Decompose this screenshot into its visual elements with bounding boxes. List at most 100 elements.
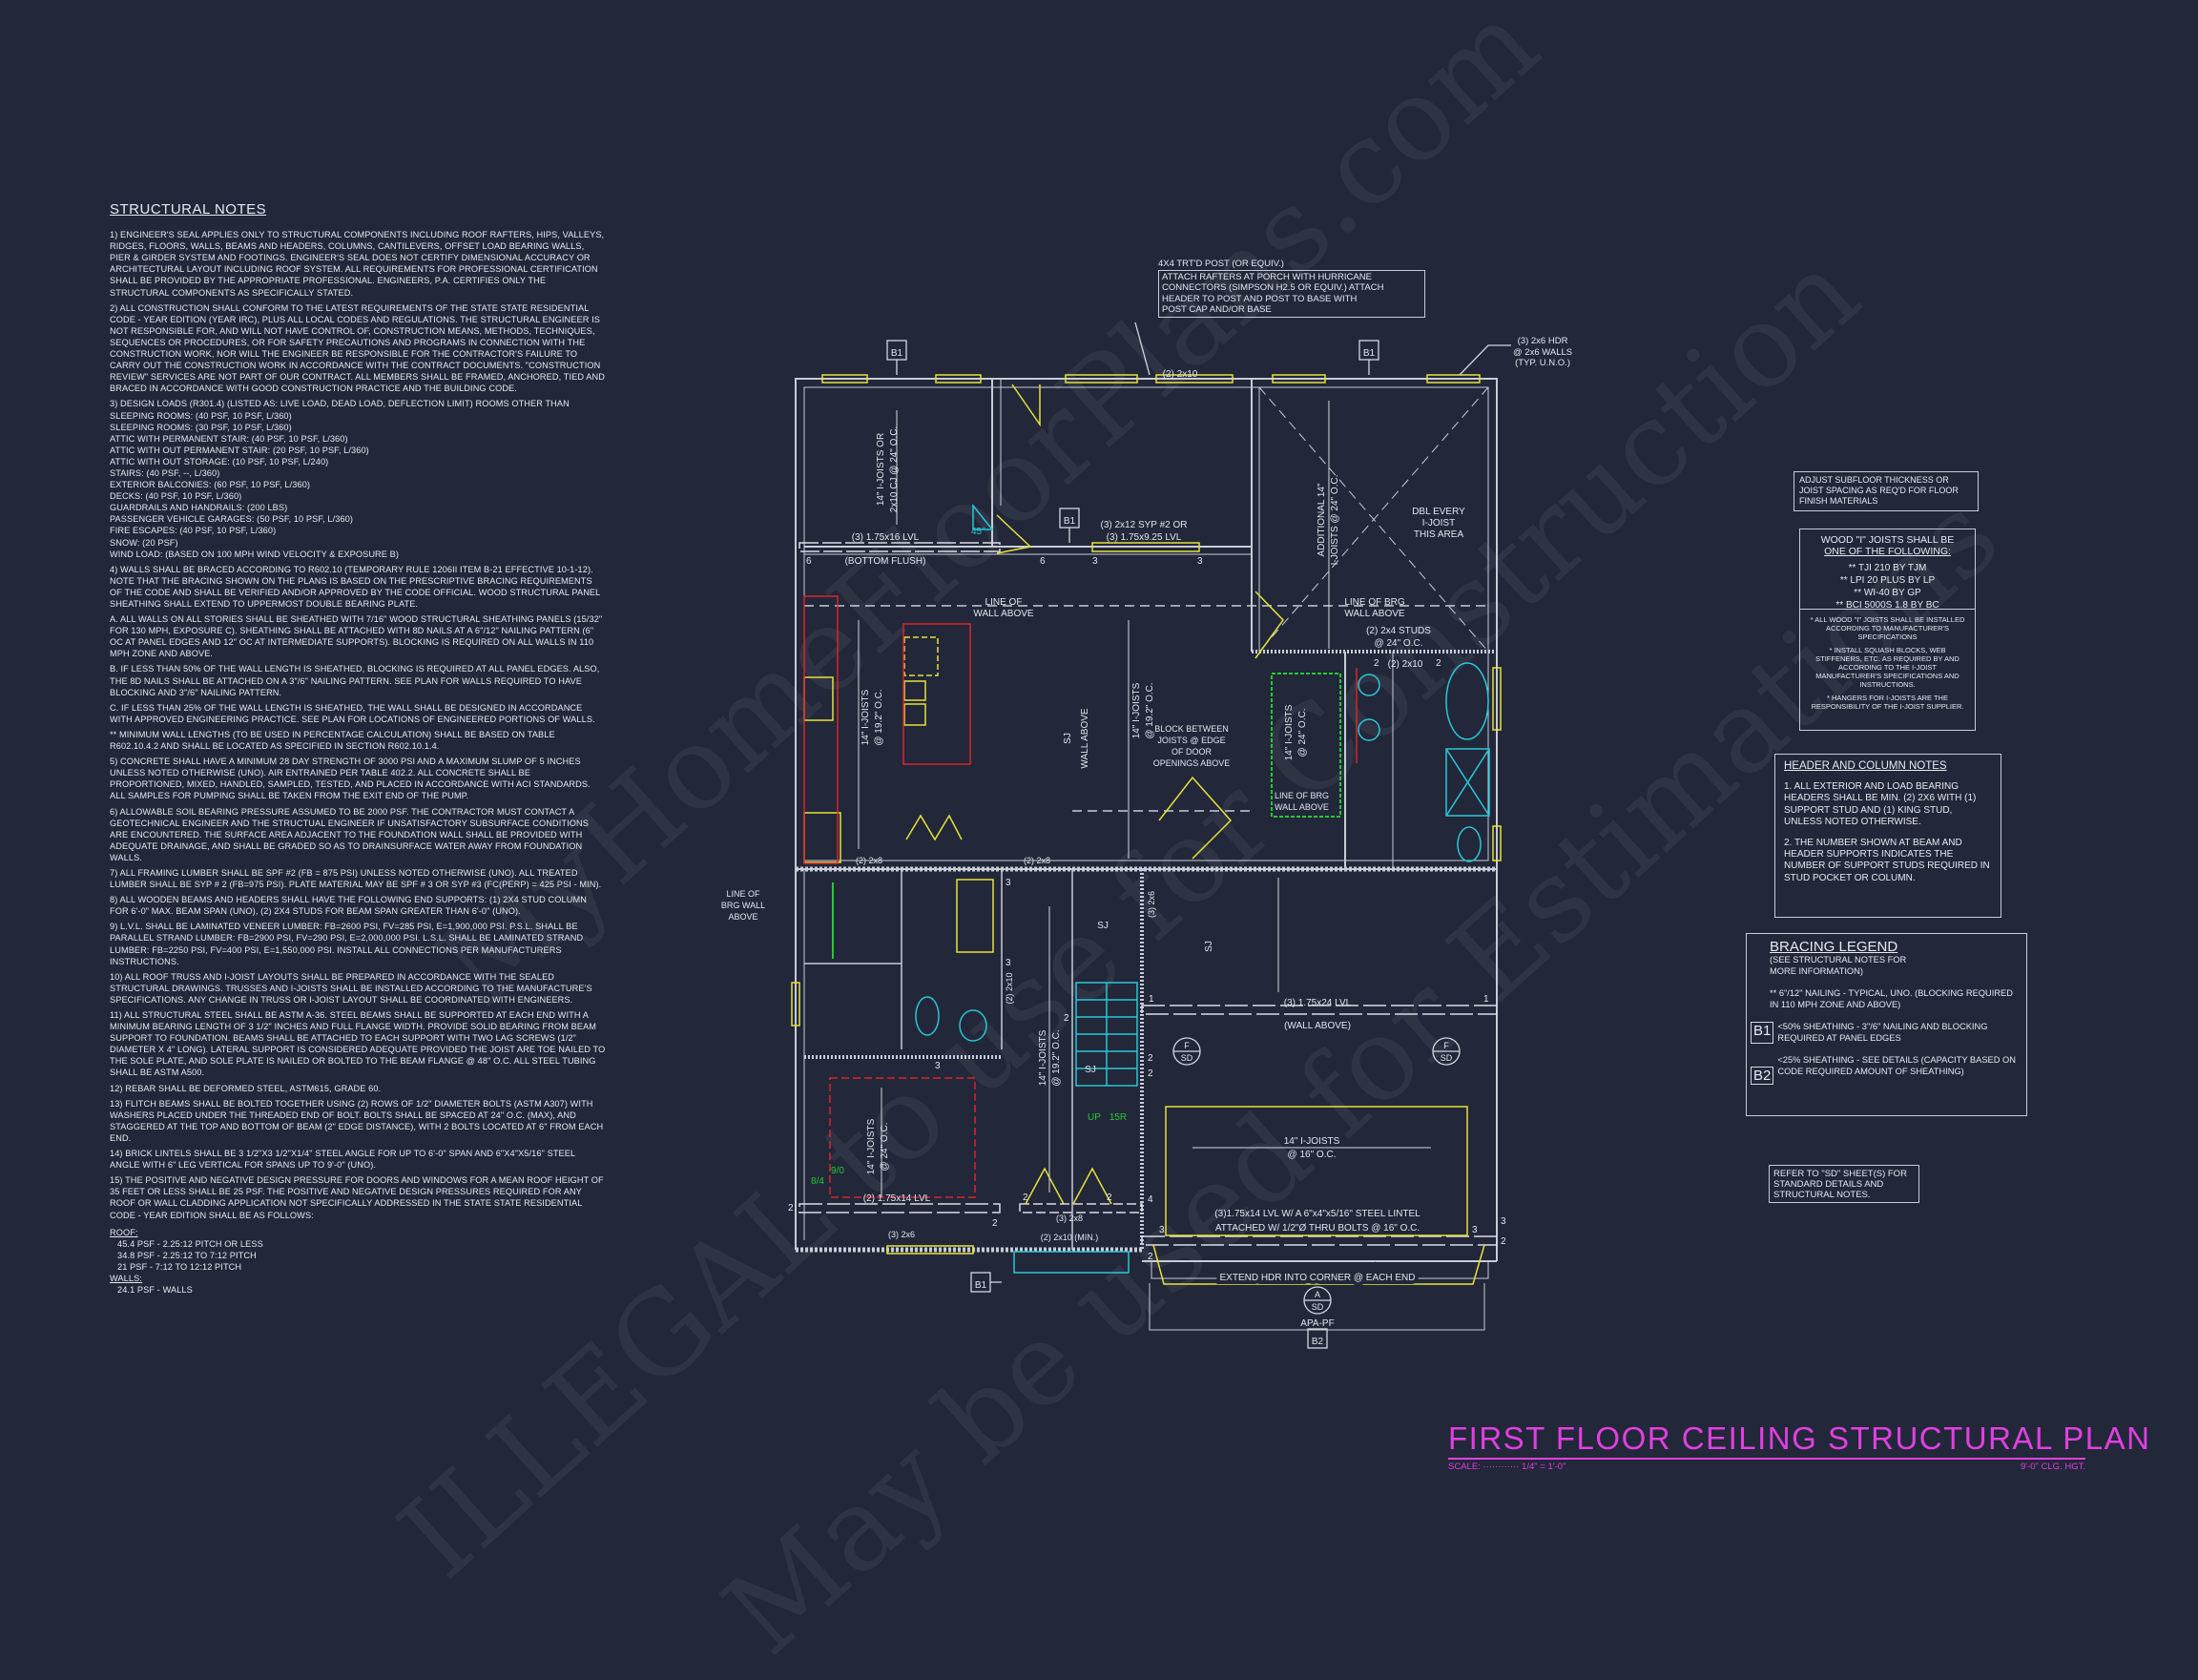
label: @ 19.2" O.C. <box>874 689 884 745</box>
label: @ 24" O.C. <box>1297 709 1308 757</box>
label: ATTACHED W/ 1/2"Ø THRU BOLTS @ 16" O.C. <box>1215 1223 1420 1234</box>
roof-line: 45.4 PSF - 2.25:12 PITCH OR LESS <box>117 1238 263 1249</box>
hdr-note-line: (3) 2x6 HDR <box>1517 336 1568 346</box>
label: 14" I-JOISTS <box>1284 1136 1340 1147</box>
section-f: F <box>1443 1041 1449 1050</box>
load-line: ATTIC WITH OUT PERMANENT STAIR: (20 PSF,… <box>110 445 369 455</box>
hdr-note: (3) 2x6 HDR @ 2x6 WALLS (TYP. U.N.O.) <box>1513 336 1572 369</box>
label: UP <box>1088 1112 1101 1123</box>
support-number: 1 <box>1149 994 1154 1005</box>
b1-tag: B1 <box>1064 516 1076 527</box>
walls-label: WALLS: <box>110 1273 142 1283</box>
bracing-tags <box>886 321 1511 1349</box>
support-number: 6 <box>806 556 812 567</box>
post-note: 4x4 TRT'D POST (OR EQUIV.) ATTACH RAFTER… <box>1158 259 1425 318</box>
support-number: 3 <box>1159 1225 1165 1235</box>
structural-notes: STRUCTURAL NOTES 1) ENGINEER'S SEAL APPL… <box>110 202 606 1296</box>
label: (2) 2x4 STUDS <box>1366 626 1431 636</box>
label: WALL ABOVE <box>1275 802 1329 812</box>
label: 14" I-JOISTS OR <box>876 433 886 506</box>
section-sd: SD <box>1181 1053 1193 1063</box>
label: WALL ABOVE <box>973 609 1034 619</box>
label: OF DOOR <box>1172 747 1212 757</box>
joist-option: ** TJI 210 BY TJM <box>1848 563 1927 573</box>
label: WALL ABOVE <box>1080 708 1090 769</box>
b2-text: <25% SHEATHING - SEE DETAILS (CAPACITY B… <box>1777 1055 2016 1076</box>
section-sd: SD <box>1441 1053 1453 1063</box>
support-number: 3 <box>1501 1216 1506 1227</box>
label: LINE OF BRG <box>1275 791 1329 800</box>
loads-intro: 3) DESIGN LOADS (R301.4) (LISTED AS: LIV… <box>110 399 570 421</box>
tag-labels: B1 B1 B1 B1 B2 F SD F SD A SD <box>891 348 1453 1347</box>
label: (3) 2x12 SYP #2 OR <box>1101 520 1188 530</box>
label: (2) 2x10 <box>1388 659 1423 670</box>
green-elements <box>832 673 1341 959</box>
roof-line: 21 PSF - 7:12 TO 12:12 PITCH <box>117 1261 242 1272</box>
label: (3) 1.75x16 LVL <box>852 532 920 543</box>
label: 14" I-JOISTS <box>866 1118 877 1174</box>
support-number: 2 <box>1148 1252 1153 1262</box>
support-number: 2 <box>1023 1193 1028 1203</box>
label: LINE OF <box>726 889 760 899</box>
subfloor-note-text: ADJUST SUBFLOOR THICKNESS OR JOIST SPACI… <box>1799 475 1959 506</box>
b1-text: <50% SHEATHING - 3"/6" NAILING AND BLOCK… <box>1777 1022 1988 1043</box>
support-number: 3 <box>1006 878 1011 888</box>
note-6: 6) ALLOWABLE SOIL BEARING PRESSURE ASSUM… <box>110 806 589 862</box>
refer-note: REFER TO "SD" SHEET(S) FOR STANDARD DETA… <box>1769 1165 1919 1203</box>
label: (BOTTOM FLUSH) <box>845 556 926 567</box>
load-line: GUARDRAILS AND HANDRAILS: (200 LBS) <box>110 503 288 513</box>
load-line: DECKS: (40 PSF, 10 PSF, L/360) <box>110 491 242 502</box>
label: @ 24" O.C. <box>1375 638 1423 649</box>
note-9: 9) L.V.L. SHALL BE LAMINATED VENEER LUMB… <box>110 922 584 966</box>
support-number: 2 <box>1148 1053 1153 1064</box>
note-7: 7) ALL FRAMING LUMBER SHALL BE SPF #2 (F… <box>110 867 602 890</box>
subfloor-note: ADJUST SUBFLOOR THICKNESS OR JOIST SPACI… <box>1794 471 1979 511</box>
plan-labels: (2) 2x10 14" I-JOISTS OR 2x10 CJ @ 24" O… <box>721 369 1465 1329</box>
scale-label: SCALE: ············ 1/4" = 1'-0" <box>1448 1462 1566 1472</box>
label: SJ <box>1097 921 1109 931</box>
label: SJ <box>1204 941 1214 952</box>
header-notes-title: HEADER AND COLUMN NOTES <box>1784 760 1947 772</box>
bracing-subtitle: (SEE STRUCTURAL NOTES FOR MORE INFORMATI… <box>1770 955 1907 976</box>
note-4a: a. ALL WALLS ON ALL STORIES SHALL BE SHE… <box>110 614 603 659</box>
support-number: 3 <box>1006 958 1011 968</box>
load-line: EXTERIOR BALCONIES: (60 PSF, 10 PSF, L/3… <box>110 480 311 490</box>
label: (2) 2x10 (MIN.) <box>1041 1233 1099 1242</box>
i-joist-box: WOOD "I" JOISTS SHALL BE ONE OF THE FOLL… <box>1799 529 1976 731</box>
joist-option: ** WI-40 BY GP <box>1854 588 1921 598</box>
note-15: 15) THE POSITIVE AND NEGATIVE DESIGN PRE… <box>110 1175 604 1220</box>
walls-line: 24.1 PSF - WALLS <box>117 1285 193 1296</box>
note-5: 5) CONCRETE SHALL HAVE A MINIMUM 28 DAY … <box>110 757 591 801</box>
support-number: 2 <box>1107 1193 1112 1203</box>
note-min-wall: ** MINIMUM WALL LENGTHS (TO BE USED IN P… <box>110 729 555 752</box>
bracing-typical: ** 6"/12" NAILING - TYPICAL, UNO. (BLOCK… <box>1770 988 2013 1009</box>
label: (WALL ABOVE) <box>1284 1021 1351 1031</box>
post-note-lead: 4x4 TRT'D POST (OR EQUIV.) <box>1158 259 1284 269</box>
label: @ 16" O.C. <box>1288 1150 1337 1160</box>
label: BLOCK BETWEEN <box>1154 724 1229 734</box>
note-4: 4) WALLS SHALL BE BRACED ACCORDING TO R6… <box>110 564 601 609</box>
post-note-line: HEADER TO POST AND POST TO BASE WITH <box>1162 293 1358 304</box>
post-note-line: ATTACH RAFTERS AT PORCH WITH HURRICANE <box>1162 271 1372 282</box>
label: (2) 2x10 <box>1005 972 1014 1004</box>
label: 14" I-JOISTS <box>1131 682 1142 738</box>
support-number: 2 <box>1436 658 1441 669</box>
hdr-note-line: (TYP. U.N.O.) <box>1515 358 1570 368</box>
bracing-title: BRACING LEGEND <box>1770 939 1898 955</box>
note-13: 13) FLITCH BEAMS SHALL BE BOLTED TOGETHE… <box>110 1098 604 1143</box>
load-line: SNOW: (20 PSF) <box>110 537 178 548</box>
header-note: 2. THE NUMBER SHOWN AT BEAM AND HEADER S… <box>1784 838 1990 883</box>
support-number: 3 <box>1472 1225 1478 1235</box>
load-line: FIRE ESCAPES: (40 PSF, 10 PSF, L/360) <box>110 526 277 536</box>
label: (3) 1.75x9.25 LVL <box>1107 532 1182 543</box>
load-line: ATTIC WITH OUT STORAGE: (10 PSF, 10 PSF,… <box>110 456 329 467</box>
support-number: 2 <box>788 1203 794 1213</box>
note-10: 10) ALL ROOF TRUSS AND I-JOIST LAYOUTS S… <box>110 971 592 1005</box>
drawing-title: FIRST FLOOR CEILING STRUCTURAL PLAN <box>1448 1421 2151 1456</box>
b1-tag: B1 <box>1751 1022 1774 1044</box>
header-column-notes: HEADER AND COLUMN NOTES 1. ALL EXTERIOR … <box>1774 754 2001 918</box>
support-number: 1 <box>1483 994 1489 1005</box>
note-8: 8) ALL WOODEN BEAMS AND HEADERS SHALL HA… <box>110 895 587 917</box>
load-line: STAIRS: (40 PSF, --, L/360) <box>110 467 220 478</box>
support-number: 3 <box>935 1061 941 1071</box>
